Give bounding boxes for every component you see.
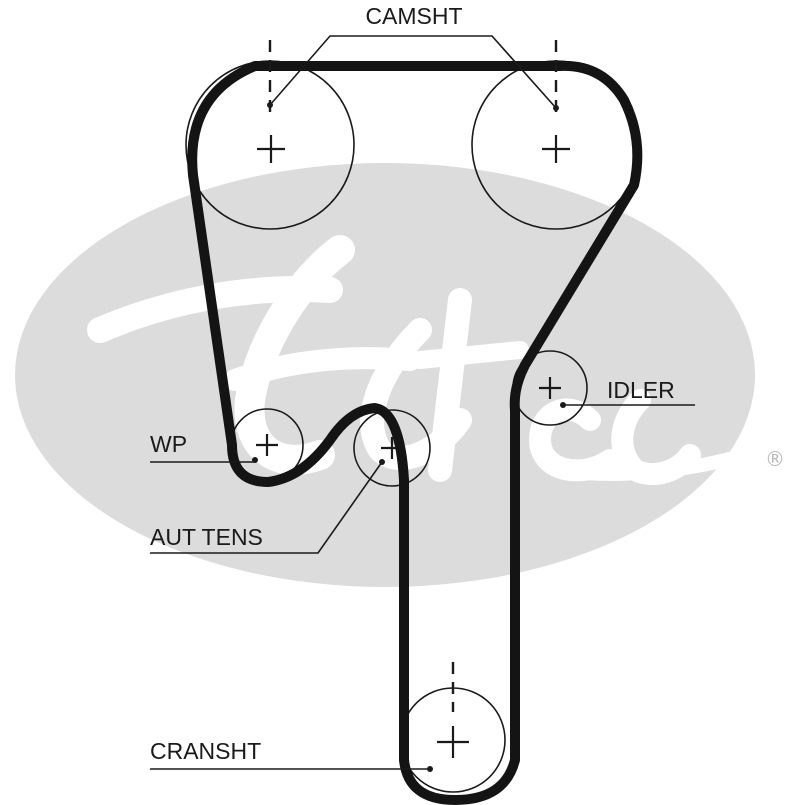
leader-camshaft [269,35,557,109]
label-idler: IDLER [607,377,675,403]
label-camshaft: CAMSHT [365,3,462,29]
label-crankshaft: CRANSHT [150,738,261,764]
leader-auto-tensioner [150,461,383,554]
timing-marks [268,40,558,712]
leader-lines [150,35,695,772]
auto-tensioner-pulley-circle [353,409,431,487]
labels: CAMSHT IDLER WP AUT TENS CRANSHT [150,3,675,764]
registered-mark: ® [765,447,785,471]
label-water-pump: WP [150,431,187,457]
auto-tensioner-pulley [353,409,431,487]
timing-belt [187,60,643,805]
label-auto-tensioner: AUT TENS [150,524,263,550]
